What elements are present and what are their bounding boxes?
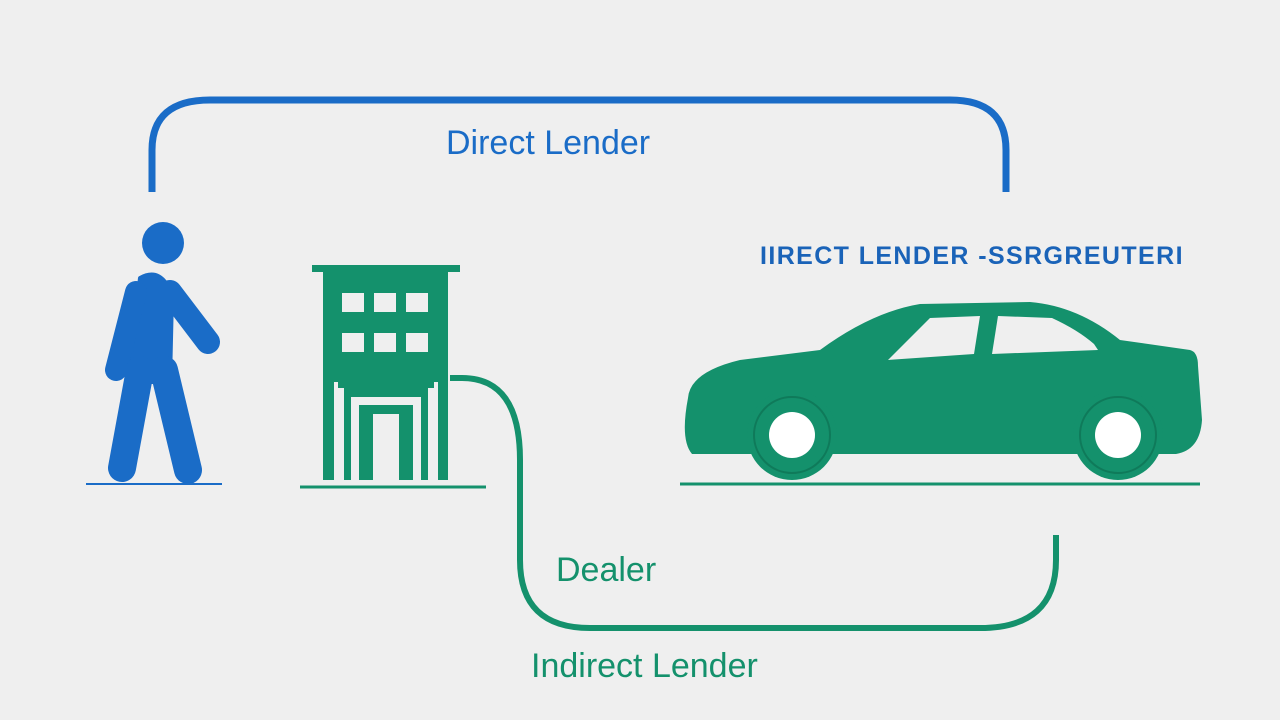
- indirect-lender-label: Indirect Lender: [531, 647, 758, 685]
- direct-lender-label: Direct Lender: [446, 124, 651, 162]
- direct-lender-connector: [148, 96, 1010, 192]
- building-icon: [312, 265, 460, 480]
- walking-person-icon: [105, 222, 220, 484]
- direct-lender-banner-text: IIRECT LENDER -SSRGREUTERI: [760, 242, 1184, 270]
- dealer-label: Dealer: [556, 551, 657, 589]
- indirect-lender-connector: [450, 375, 1059, 631]
- car-icon: [684, 302, 1202, 480]
